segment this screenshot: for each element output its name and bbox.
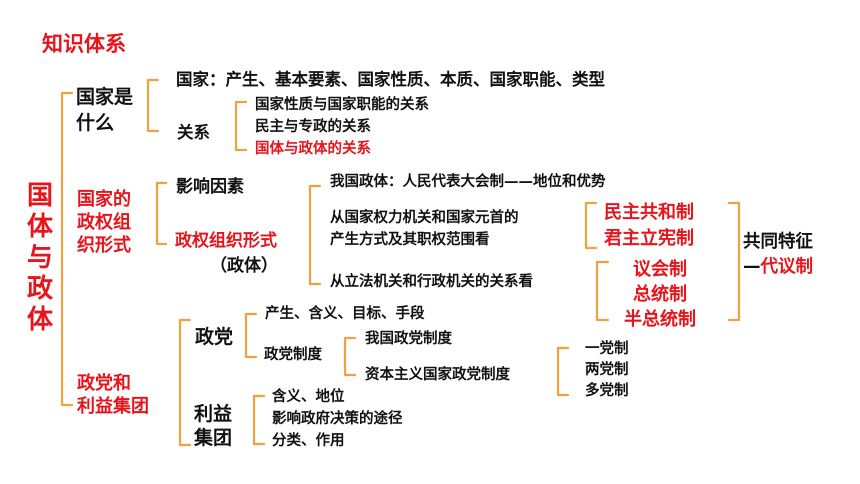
relation-item: 民主与专政的关系 xyxy=(255,119,371,135)
type-item: 总统制 xyxy=(633,284,687,305)
common-dash: — xyxy=(743,257,761,277)
common-feature-value: —代议制 xyxy=(743,257,813,278)
root-bracket xyxy=(60,91,74,407)
state-label-line1: 国家是 xyxy=(76,86,134,108)
interest-label-line: 利益 xyxy=(194,403,233,425)
view1-line2: 产生方式及其职权范围看 xyxy=(330,232,490,248)
types2-bracket xyxy=(595,260,610,322)
state-guojia-line: 国家：产生、基本要素、国家性质、本质、国家职能、类型 xyxy=(176,70,605,89)
relation-item: 国家性质与国家职能的关系 xyxy=(255,97,429,113)
parties-bracket xyxy=(178,318,192,447)
relation-label: 关系 xyxy=(177,123,210,142)
regime-bracket xyxy=(155,181,168,246)
china-regime: 我国政体：人民代表大会制——地位和优势 xyxy=(330,174,606,190)
common-value-text: 代议制 xyxy=(760,257,814,277)
type-item: 议会制 xyxy=(633,259,687,280)
party-type: 两党制 xyxy=(585,362,629,378)
parties-label-line: 政党和 xyxy=(77,373,131,394)
type-item: 君主立宪制 xyxy=(604,228,694,249)
party-system-label: 政党制度 xyxy=(264,347,322,363)
view2: 从立法机关和行政机关的关系看 xyxy=(330,274,533,290)
capitalist-party-system: 资本主义国家政党制度 xyxy=(365,367,510,383)
common-bracket xyxy=(727,201,741,322)
regime-label-line: 织形式 xyxy=(77,235,131,257)
relation-bracket xyxy=(234,100,248,152)
view1-line1: 从国家权力机关和国家元首的 xyxy=(330,210,519,226)
factors-label: 影响因素 xyxy=(176,177,244,197)
parties-label: 政党和 利益集团 xyxy=(77,372,149,418)
form-label: 政权组织形式 xyxy=(175,231,277,251)
regime-label: 国家的 政权组 织形式 xyxy=(77,188,131,257)
parties-label-line: 利益集团 xyxy=(77,396,149,418)
china-party-system: 我国政党制度 xyxy=(365,331,452,347)
interest-label-line: 集团 xyxy=(194,427,233,450)
form-bracket xyxy=(308,184,322,286)
party-bracket xyxy=(244,312,258,359)
system-bracket xyxy=(343,336,357,377)
state-bracket xyxy=(146,78,160,133)
interest-item: 影响政府决策的途径 xyxy=(272,411,403,427)
party-type: 一党制 xyxy=(585,341,629,357)
party-label: 政党 xyxy=(195,326,234,348)
state-label-line2: 什么 xyxy=(76,112,115,134)
party-types-bracket xyxy=(556,346,570,397)
type-item: 民主共和制 xyxy=(604,202,694,223)
party-item: 产生、含义、目标、手段 xyxy=(265,306,425,322)
form-sub-label: （政体） xyxy=(210,256,278,276)
interest-item: 含义、地位 xyxy=(272,389,345,405)
relation-item-highlight: 国体与政体的关系 xyxy=(255,141,371,157)
page-title: 知识体系 xyxy=(42,32,126,56)
regime-label-line: 政权组 xyxy=(77,212,131,234)
interest-bracket xyxy=(252,394,266,446)
regime-label-line: 国家的 xyxy=(77,189,131,210)
interest-item: 分类、作用 xyxy=(272,433,345,449)
party-type: 多党制 xyxy=(585,383,629,399)
interest-group-label: 利益 集团 xyxy=(194,402,232,451)
type-item: 半总统制 xyxy=(624,309,696,330)
root-topic: 国体与政体 xyxy=(27,181,54,335)
types1-bracket xyxy=(584,201,598,250)
common-feature-label: 共同特征 xyxy=(743,232,813,252)
